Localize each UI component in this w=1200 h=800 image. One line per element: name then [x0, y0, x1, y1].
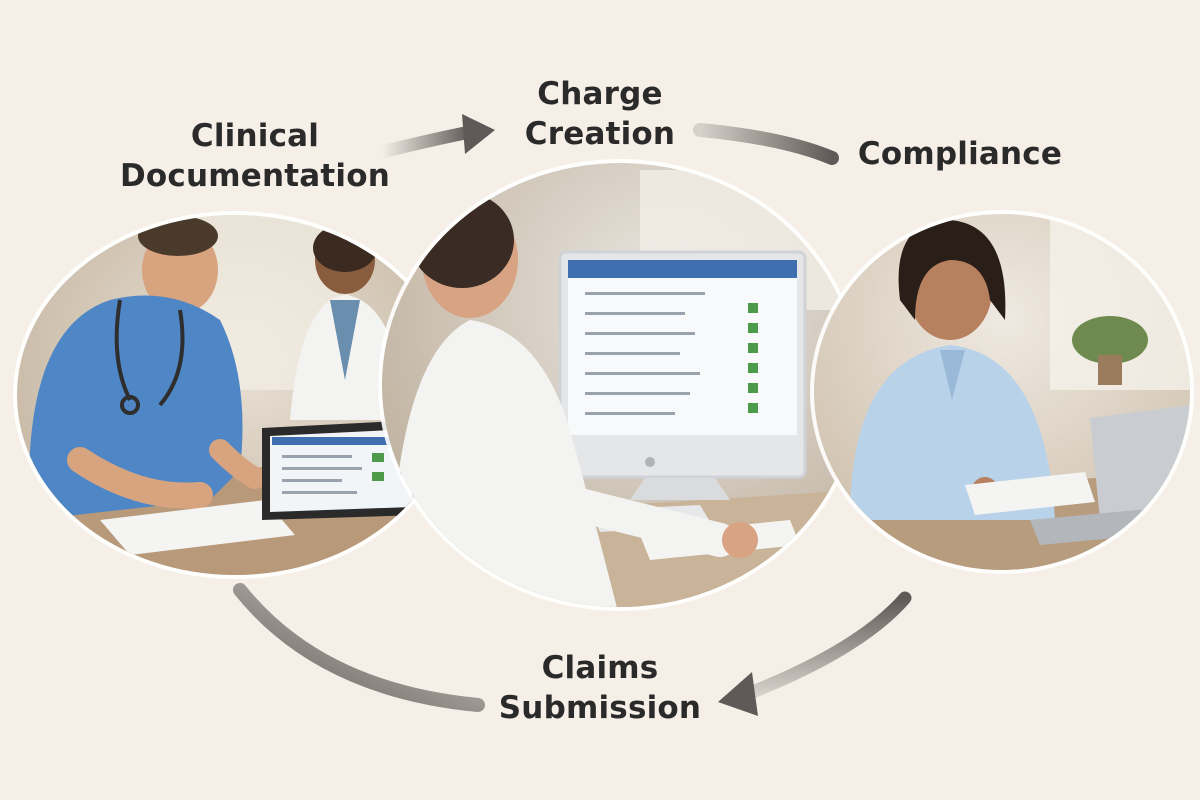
stethoscope-icon [114, 299, 132, 401]
step-label-line: Creation [524, 116, 676, 152]
step-label-charge-creation: Charge Creation [490, 74, 710, 154]
checkmark-icon [748, 303, 758, 413]
step-label-line: Submission [498, 690, 702, 726]
step-label-line: Clinical [190, 118, 320, 154]
step-label-line: Documentation [120, 158, 391, 194]
papers-icon [965, 472, 1095, 515]
arrow-charge-to-compliance [693, 123, 839, 165]
step-label-claims-submission: Claims Submission [485, 648, 715, 728]
arrow-claims-to-clinical [233, 583, 485, 712]
step-label-clinical-documentation: Clinical Documentation [120, 116, 390, 196]
step-label-compliance: Compliance [850, 134, 1070, 174]
step-label-line: Compliance [857, 136, 1063, 172]
plant-icon [1072, 316, 1148, 385]
monitor-icon [558, 250, 807, 500]
arrow-clinical-to-charge [375, 114, 495, 159]
arrow-compliance-to-claims [718, 591, 912, 716]
step-label-line: Charge [537, 76, 663, 112]
photo-compliance [810, 210, 1194, 574]
step-label-line: Claims [541, 650, 659, 686]
photo-charge-creation [378, 159, 862, 611]
clipboard-icon [100, 500, 295, 555]
tablet-icon [262, 420, 420, 520]
